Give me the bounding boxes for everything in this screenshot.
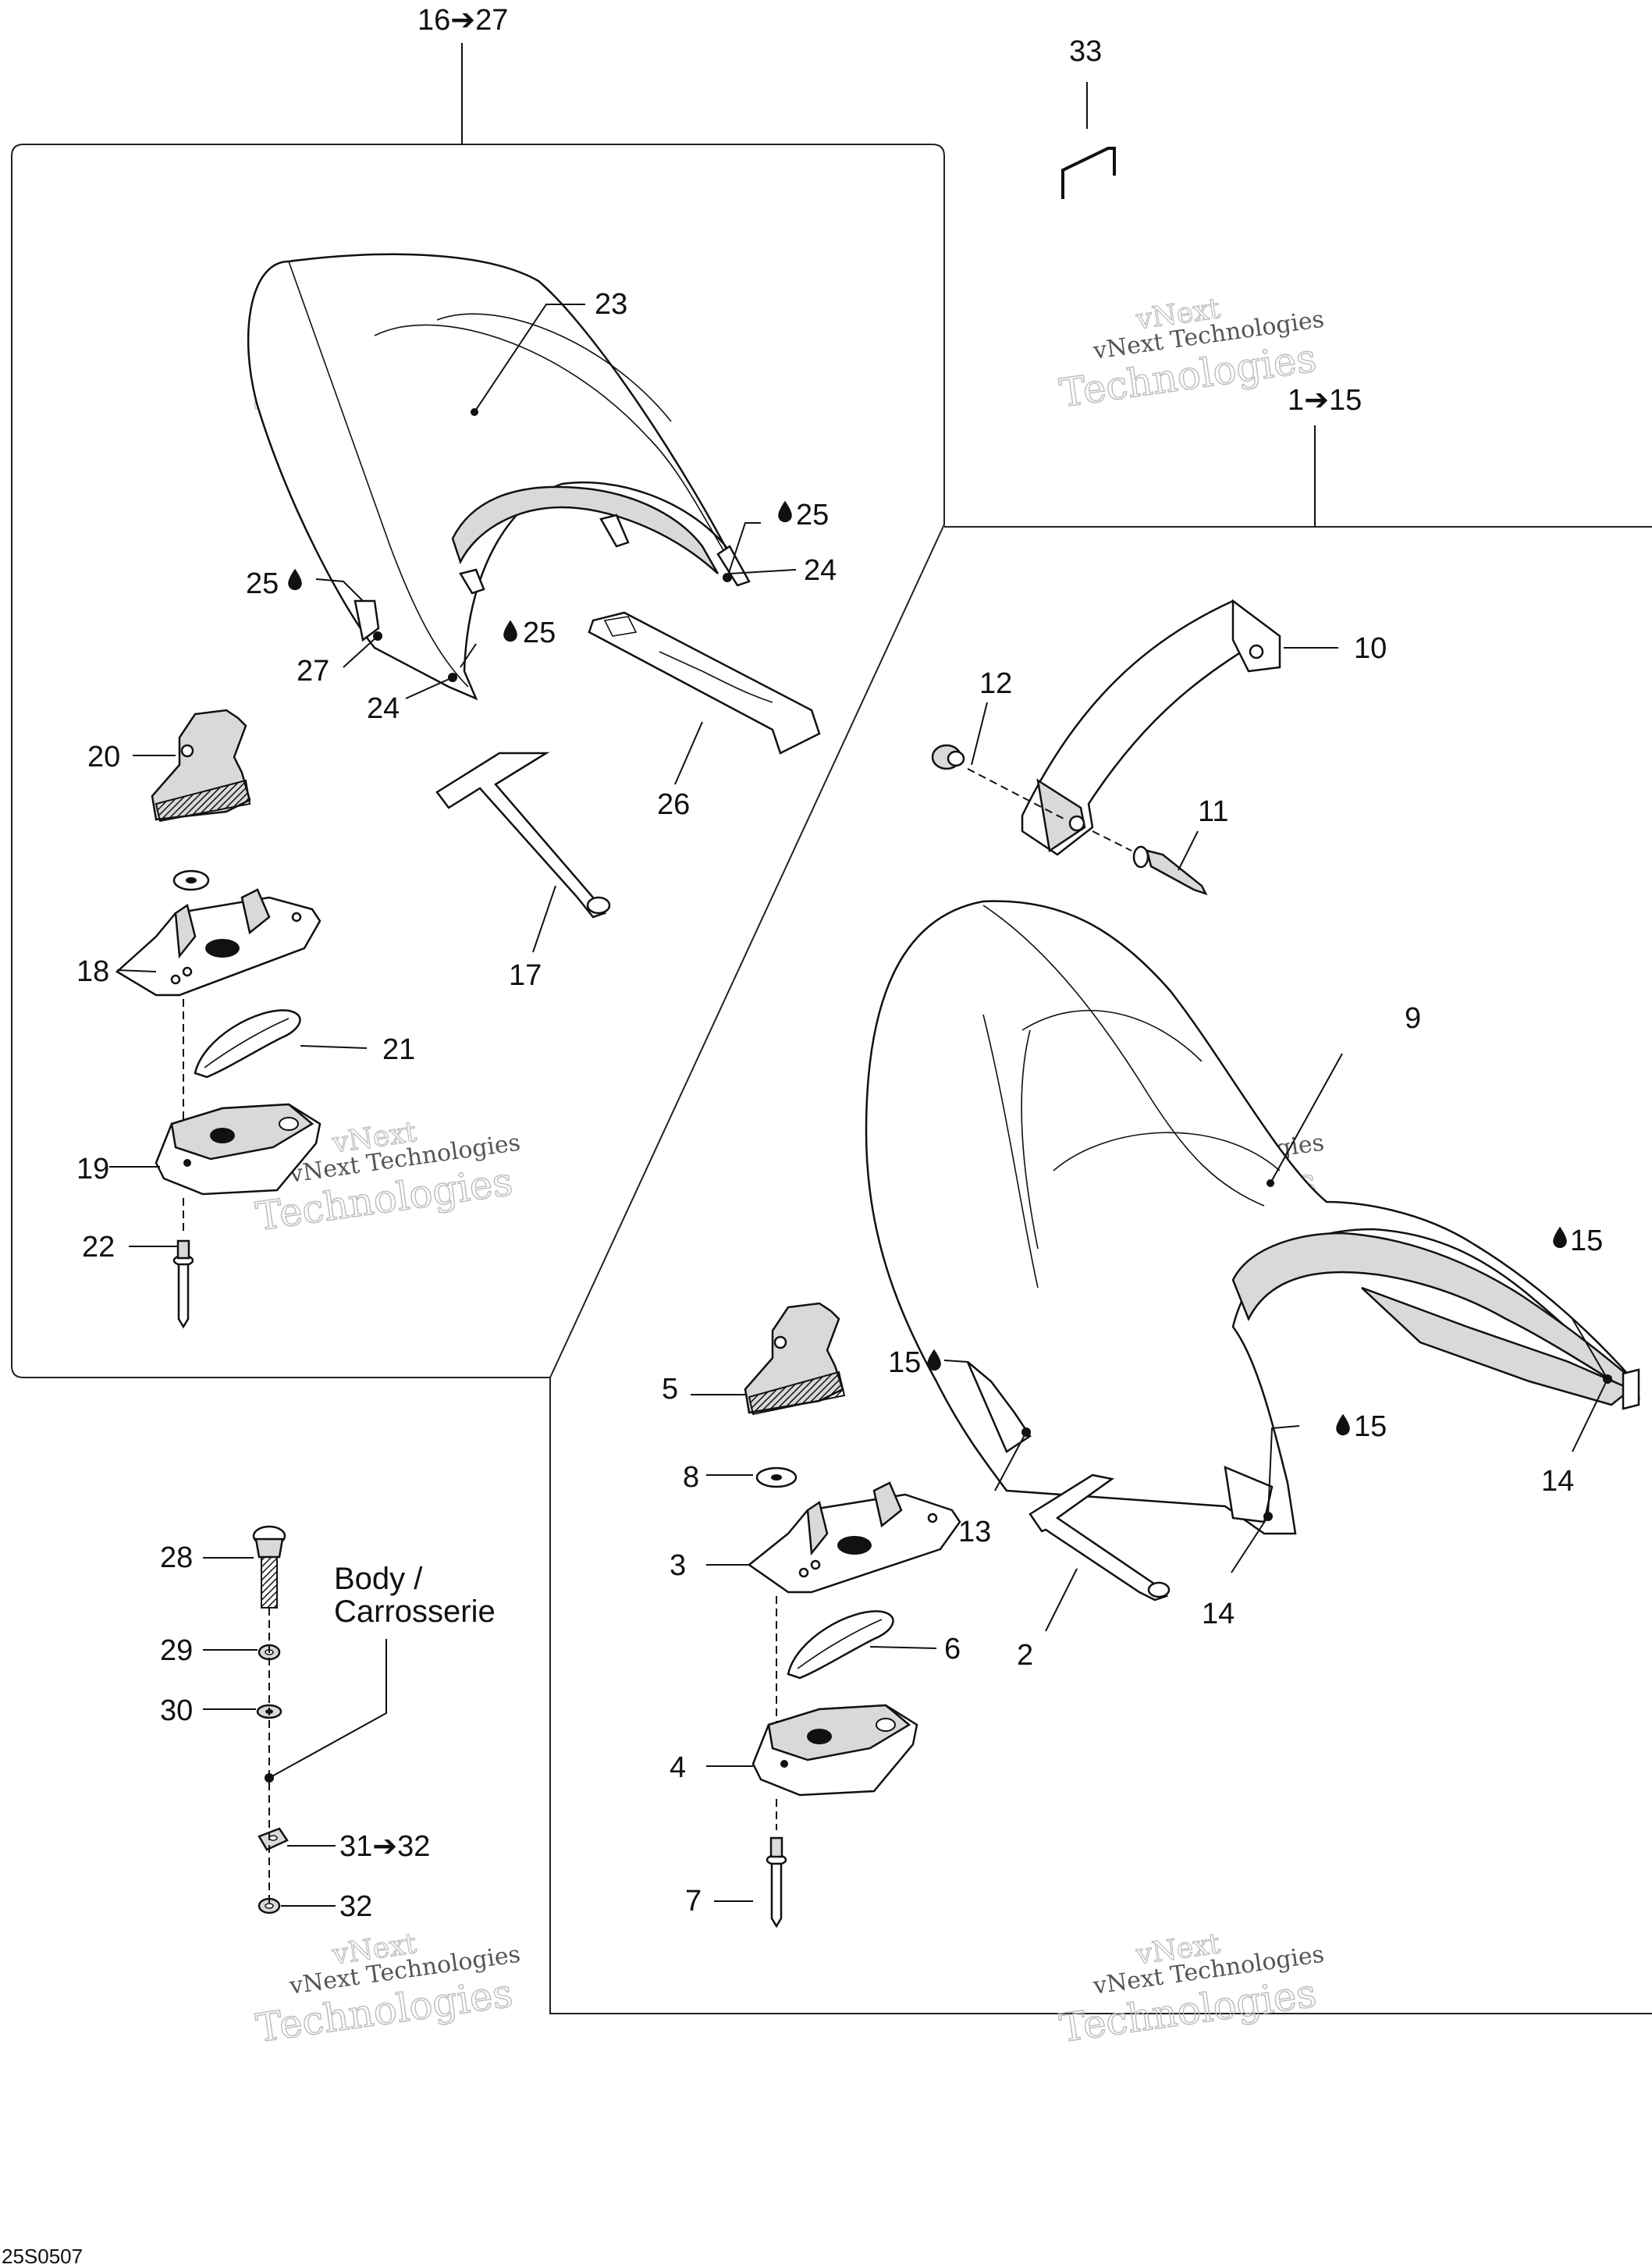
callout-4: 4 — [670, 1751, 686, 1784]
leaders-9 — [943, 1053, 1608, 1573]
callout-28: 28 — [160, 1541, 193, 1574]
callout-labels: 16➔27 33 1➔15 23 25 24 25 25 27 24 26 10… — [76, 4, 1603, 1923]
callout-21: 21 — [382, 1033, 415, 1066]
callout-14a: 14 — [1541, 1465, 1574, 1498]
drop-icon — [288, 568, 302, 591]
callout-14b: 14 — [1202, 1598, 1235, 1630]
part-2-hex-key — [1029, 1473, 1171, 1632]
callout-13: 13 — [958, 1516, 991, 1548]
diagram-code: 25S0507 — [2, 2245, 83, 2268]
part-18-plate — [115, 869, 322, 1139]
callout-20: 20 — [87, 741, 120, 773]
part-17-hex-key — [435, 752, 611, 953]
part-19-base — [109, 1103, 322, 1196]
callout-15c: 15 — [1354, 1410, 1387, 1443]
body-label: Body / Carrosserie — [334, 1562, 496, 1629]
parts-28-32-hardware — [203, 1525, 387, 1914]
callout-33: 33 — [1069, 35, 1102, 68]
drop-icon — [778, 500, 792, 523]
part-6-spring — [787, 1610, 937, 1680]
watermark-6: vNext vNext Technologies Technologies — [1057, 1927, 1326, 2051]
callout-16-27: 16➔27 — [417, 4, 508, 37]
part-8-washer — [706, 1466, 798, 1488]
part-33-clip — [1061, 82, 1116, 199]
body-label-line2: Carrosserie — [334, 1594, 496, 1629]
callout-32: 32 — [339, 1890, 372, 1923]
body-label-line1: Body / — [334, 1562, 423, 1596]
callout-24b: 24 — [367, 692, 400, 725]
callout-6: 6 — [944, 1633, 961, 1665]
callout-18: 18 — [76, 955, 109, 988]
part-22-rivet — [129, 1198, 194, 1329]
callout-15a: 15 — [1570, 1225, 1603, 1257]
callout-27: 27 — [297, 655, 329, 688]
callout-17: 17 — [509, 959, 542, 992]
part-5-latch — [691, 1302, 846, 1416]
drop-icon — [1336, 1413, 1350, 1436]
callout-31-32: 31➔32 — [339, 1830, 430, 1863]
callout-24a: 24 — [804, 554, 837, 587]
callout-8: 8 — [683, 1461, 699, 1494]
callout-9: 9 — [1405, 1002, 1421, 1035]
part-12-grommet — [931, 702, 1066, 820]
callout-25c: 25 — [523, 617, 556, 649]
callout-3: 3 — [670, 1549, 686, 1582]
callout-10: 10 — [1354, 632, 1387, 665]
part-4-base — [706, 1704, 918, 1797]
callout-25b: 25 — [246, 567, 279, 600]
callout-19: 19 — [76, 1153, 109, 1186]
part-10-handle — [1021, 599, 1338, 856]
callout-22: 22 — [82, 1231, 115, 1264]
part-11-screw — [1092, 830, 1208, 896]
leaders-23 — [315, 304, 797, 699]
part-9-main-seat — [865, 900, 1640, 1535]
frames — [11, 43, 1652, 2014]
drop-icon — [1553, 1226, 1567, 1249]
callout-30: 30 — [160, 1694, 193, 1727]
drop-icon — [503, 620, 517, 642]
callout-26: 26 — [657, 788, 690, 821]
callout-7: 7 — [685, 1885, 702, 1918]
callout-2: 2 — [1017, 1639, 1033, 1672]
part-7-rivet — [714, 1799, 787, 1929]
callout-5: 5 — [662, 1373, 678, 1406]
callout-29: 29 — [160, 1634, 193, 1667]
part-23-passenger-seat — [247, 253, 751, 701]
callout-11: 11 — [1198, 795, 1228, 828]
callout-25a: 25 — [796, 499, 829, 531]
callout-1-15: 1➔15 — [1288, 384, 1362, 417]
watermark-5: vNext vNext Technologies Technologies — [253, 1927, 522, 2051]
part-26-strap — [588, 611, 821, 785]
part-21-spring — [194, 1009, 368, 1079]
callout-23: 23 — [595, 288, 627, 321]
callout-15b: 15 — [888, 1346, 921, 1379]
callout-12: 12 — [979, 667, 1012, 700]
part-20-latch — [133, 709, 251, 823]
part-3-plate — [706, 1481, 961, 1737]
